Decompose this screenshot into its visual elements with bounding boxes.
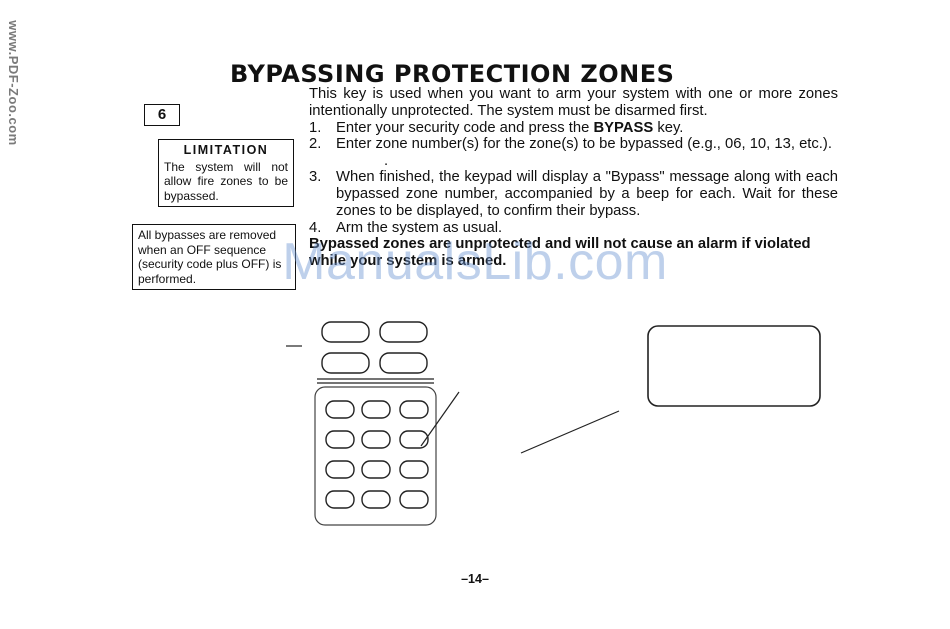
step-number: 3.: [309, 169, 322, 186]
step-text: When finished, the keypad will display a…: [336, 169, 838, 219]
keypad-body: [314, 386, 437, 526]
bypass-key-leader-line: [420, 391, 460, 447]
step-number: 1.: [309, 119, 322, 136]
step-4: 4. Arm the system as usual.: [309, 220, 838, 237]
intro-paragraph: This key is used when you want to arm yo…: [309, 86, 838, 119]
keypad-display: [647, 325, 821, 407]
dot-mark: .: [384, 153, 389, 170]
function-key-4: [379, 352, 428, 374]
step-text: Arm the system as usual.: [336, 219, 503, 236]
warning-text: Bypassed zones are unprotected and will …: [309, 236, 811, 270]
step-2: 2. Enter zone number(s) for the zone(s) t…: [309, 136, 838, 153]
keypad-key: [325, 430, 355, 449]
manualslib-watermark: ManualsLib.com: [282, 233, 668, 291]
display-leader-line: [520, 410, 620, 454]
limitation-box: LIMITATION The system will not allow fir…: [158, 139, 294, 207]
instructions: This key is used when you want to arm yo…: [309, 86, 838, 270]
keypad-key: [399, 490, 429, 509]
step-text: Enter zone number(s) for the zone(s) to …: [336, 136, 832, 153]
keypad-key: [399, 400, 429, 419]
step-1: 1. Enter your security code and press the…: [309, 120, 838, 137]
function-key-3: [321, 352, 370, 374]
keypad-key: [399, 460, 429, 479]
keypad-key: [325, 400, 355, 419]
keypad-key: [361, 460, 391, 479]
keypad-key: [325, 460, 355, 479]
bypass-key-label: BYPASS: [593, 119, 654, 136]
keypad-key: [399, 430, 429, 449]
function-key-2: [379, 321, 428, 343]
step-text: key.: [653, 119, 684, 136]
keypad-key: [361, 430, 391, 449]
key-number-box: 6: [144, 104, 180, 126]
limitation-text: The system will not allow fire zones to …: [164, 159, 288, 203]
step-text: Enter your security code and press the: [336, 119, 594, 136]
step-number: 2.: [309, 136, 322, 153]
function-key-1: [321, 321, 370, 343]
keypad-key: [361, 400, 391, 419]
step-number: 4.: [309, 219, 322, 236]
limitation-heading: LIMITATION: [183, 143, 269, 157]
page-number: –14–: [461, 572, 489, 586]
step-3: 3. When finished, the keypad will display…: [309, 169, 838, 219]
page-title: BYPASSING PROTECTION ZONES: [230, 60, 675, 89]
keypad-key: [361, 490, 391, 509]
bypass-removal-note: All bypasses are removed when an OFF seq…: [132, 224, 296, 290]
keypad-key: [325, 490, 355, 509]
